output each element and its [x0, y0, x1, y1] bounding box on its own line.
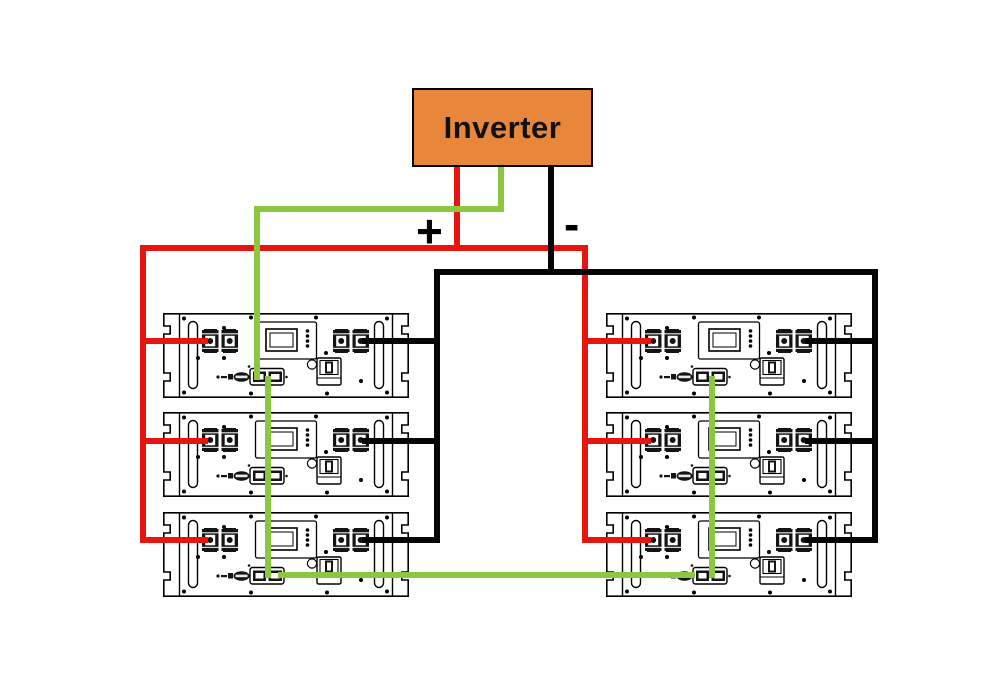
positive-wire-bus: [140, 245, 588, 251]
battery-module-right-3: [606, 512, 852, 597]
comm-wire-top-horizontal: [254, 206, 504, 212]
negative-wire-right-vertical: [872, 269, 878, 543]
positive-bus-label: +: [416, 205, 443, 257]
comm-wire-inverter-drop: [498, 166, 504, 212]
positive-wire-stub-right-3: [582, 537, 651, 543]
positive-wire-stub-left-1: [140, 338, 208, 344]
battery-module-right-2: [606, 412, 852, 497]
negative-wire-stub-left-2: [362, 438, 440, 444]
positive-wire-right-vertical: [582, 245, 588, 543]
battery-module-left-1: [163, 313, 409, 398]
negative-wire-stub-right-3: [805, 537, 878, 543]
negative-wire-left-vertical: [434, 269, 440, 543]
positive-wire-stub-right-2: [582, 438, 651, 444]
battery-module-right-1: [606, 313, 852, 398]
comm-wire-left-daisy-chain: [265, 376, 271, 578]
negative-wire-stub-left-1: [362, 338, 440, 344]
positive-wire-stub-left-2: [140, 438, 208, 444]
negative-wire-bus: [434, 269, 878, 275]
negative-wire-stub-right-2: [805, 438, 878, 444]
positive-wire-stub-left-3: [140, 537, 208, 543]
comm-wire-drop-to-left-1: [254, 206, 260, 380]
positive-wire-left-vertical: [140, 245, 146, 543]
battery-module-left-3: [163, 512, 409, 597]
positive-wire-stub-right-1: [582, 338, 651, 344]
negative-bus-label: -: [564, 198, 580, 250]
inverter-label: Inverter: [443, 109, 562, 145]
inverter-box: Inverter: [412, 88, 593, 167]
negative-wire-stub-right-1: [805, 338, 878, 344]
battery-module-left-2: [163, 412, 409, 497]
comm-wire-bottom-horizontal: [278, 572, 695, 578]
comm-wire-right-daisy-chain: [709, 376, 715, 578]
negative-wire-inverter-drop: [548, 166, 554, 275]
negative-wire-stub-left-3: [362, 537, 440, 543]
